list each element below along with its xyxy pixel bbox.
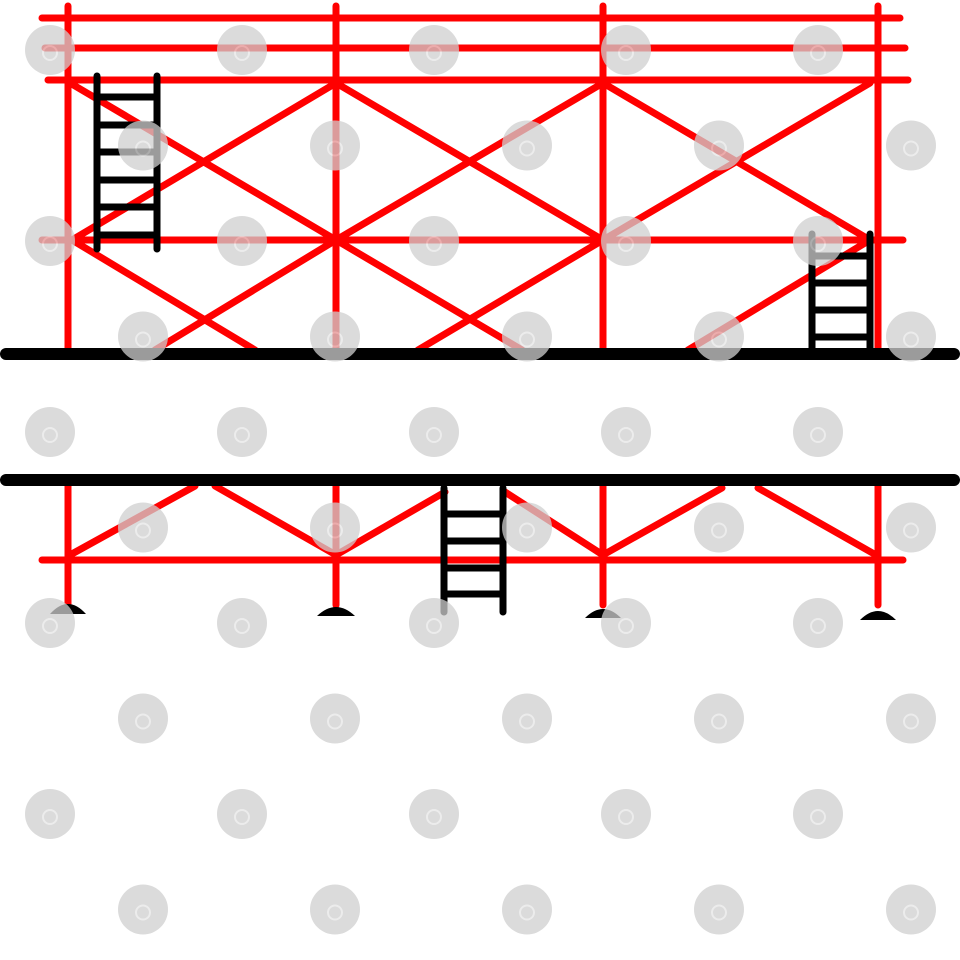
watermark-lock-icon [217, 789, 267, 839]
watermark-lock-icon [118, 884, 168, 935]
watermark-lock-icon [601, 407, 651, 457]
watermark-lock-icon [118, 311, 168, 362]
watermark-lock-icon [409, 216, 459, 266]
watermark-lock-icon [793, 407, 843, 457]
watermark-lock-icon [886, 502, 936, 553]
watermark-lock-icon [118, 693, 168, 744]
watermark-lock-icon [694, 311, 744, 362]
watermark-lock-icon [886, 120, 936, 171]
watermark-lock-icon [601, 25, 651, 75]
watermark-lock-icon [694, 693, 744, 744]
watermark-lock-icon [118, 502, 168, 553]
watermark-lock-icon [886, 884, 936, 935]
watermark-lock-icon [310, 311, 360, 362]
watermark-lock-icon [217, 407, 267, 457]
watermark-lock-icon [118, 120, 168, 171]
post-feet [50, 604, 896, 620]
watermark-lock-icon [694, 884, 744, 935]
watermark-lock-icon [793, 789, 843, 839]
watermark-lock-icon [694, 120, 744, 171]
watermark-lock-icon [502, 884, 552, 935]
watermark-lock-icon [409, 598, 459, 648]
watermark-lock-icon [793, 25, 843, 75]
watermark-lock-icon [25, 789, 75, 839]
watermark-lock-icon [793, 216, 843, 266]
watermark-lock-icon [409, 25, 459, 75]
watermark-lock-icon [409, 407, 459, 457]
watermark-lock-icon [217, 598, 267, 648]
watermark-pattern [25, 25, 936, 935]
watermark-lock-icon [25, 216, 75, 266]
watermark-lock-icon [310, 120, 360, 171]
watermark-lock-icon [502, 502, 552, 553]
watermark-lock-icon [601, 216, 651, 266]
top-cross-braces [66, 79, 874, 354]
watermark-lock-icon [886, 693, 936, 744]
watermark-lock-icon [217, 25, 267, 75]
watermark-lock-icon [502, 311, 552, 362]
watermark-lock-icon [25, 598, 75, 648]
top-rails [38, 14, 912, 244]
bottom-braces [66, 482, 880, 559]
watermark-lock-icon [886, 311, 936, 362]
watermark-lock-icon [409, 789, 459, 839]
ladder-bottom [440, 484, 507, 616]
watermark-lock-icon [502, 693, 552, 744]
watermark-lock-icon [25, 407, 75, 457]
watermark-lock-icon [694, 502, 744, 553]
watermark-lock-icon [310, 884, 360, 935]
watermark-lock-icon [310, 693, 360, 744]
watermark-lock-icon [601, 789, 651, 839]
watermark-lock-icon [793, 598, 843, 648]
watermark-lock-icon [502, 120, 552, 171]
watermark-lock-icon [310, 502, 360, 553]
watermark-lock-icon [25, 25, 75, 75]
top-posts [64, 2, 882, 354]
watermark-lock-icon [601, 598, 651, 648]
watermark-lock-icon [217, 216, 267, 266]
